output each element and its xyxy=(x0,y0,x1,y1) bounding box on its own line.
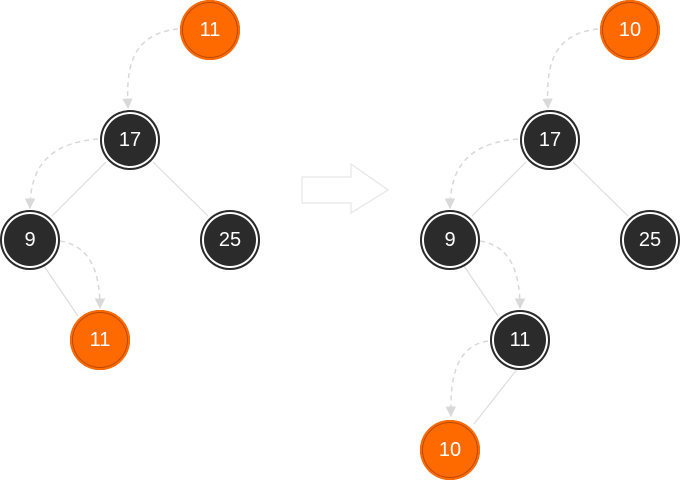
after-root-node: 17 xyxy=(520,110,580,170)
path-arrow-root-to-left xyxy=(444,138,519,210)
transition-arrow xyxy=(301,162,390,215)
after-tree-edges xyxy=(463,161,629,425)
path-arrow-root-to-left xyxy=(24,138,99,210)
before-right-node: 25 xyxy=(200,210,260,270)
path-arrow-into-root xyxy=(542,28,599,110)
before-left-node: 9 xyxy=(0,210,60,270)
after-new-node: 10 xyxy=(420,420,480,480)
before-root-node: 17 xyxy=(100,110,160,170)
after-left-node: 9 xyxy=(420,210,480,270)
after-inserting-node: 10 xyxy=(600,0,660,60)
path-arrow-to-new-node xyxy=(445,340,489,418)
path-arrow-left-to-right-child xyxy=(479,240,526,310)
before-new-node: 11 xyxy=(70,310,130,370)
path-arrow-left-to-new xyxy=(59,240,106,310)
edge-9-11 xyxy=(463,265,499,317)
edge-11-10 xyxy=(473,367,519,425)
before-insertion-path xyxy=(24,28,179,310)
edge-17-9 xyxy=(471,161,527,217)
path-arrow-into-root xyxy=(122,28,179,110)
before-inserting-node: 11 xyxy=(180,0,240,60)
after-insertion-path xyxy=(444,28,599,418)
after-left-right-node: 11 xyxy=(490,310,550,370)
before-tree-edges xyxy=(43,161,209,317)
edge-17-9 xyxy=(51,161,107,217)
edge-17-25 xyxy=(572,161,629,217)
edge-9-11 xyxy=(43,265,79,317)
edge-17-25 xyxy=(152,161,209,217)
after-right-node: 25 xyxy=(620,210,680,270)
